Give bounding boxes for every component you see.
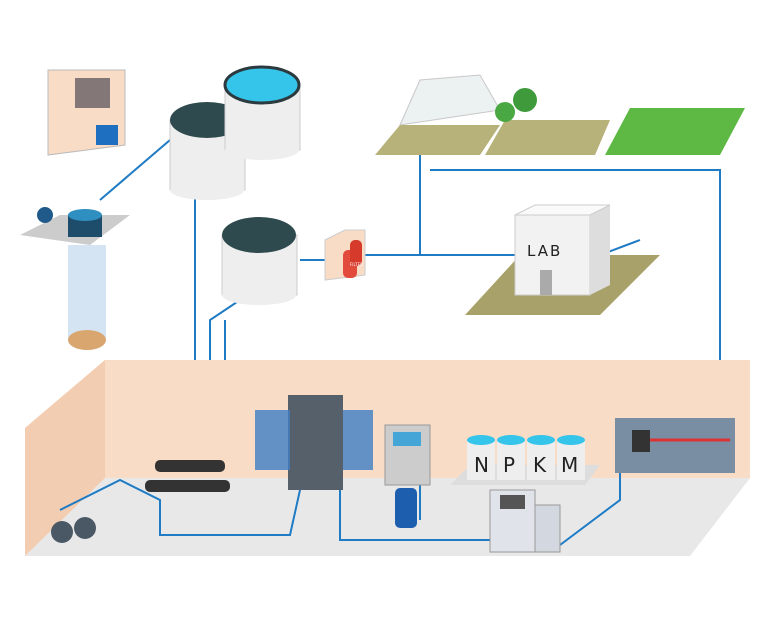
fields <box>375 74 745 155</box>
well <box>20 207 130 350</box>
label-p: P <box>503 453 515 477</box>
lab-building: LAB <box>465 204 660 315</box>
nutrient-tank-p <box>497 435 525 480</box>
label-m: M <box>561 453 578 477</box>
pumps <box>51 460 230 543</box>
ro-unit <box>255 395 373 490</box>
lab-label: LAB <box>527 242 562 260</box>
valve-manifold <box>615 418 735 473</box>
nutrient-tank-m <box>557 435 585 480</box>
pipes <box>59 139 721 546</box>
nutrient-tank-n <box>467 435 495 480</box>
label-n: N <box>474 453 489 477</box>
nutrient-tanks: N P K M <box>450 435 600 485</box>
filter-unit: FILTER <box>324 229 366 281</box>
storage-tanks <box>169 65 301 305</box>
control-box <box>47 69 126 156</box>
fertigation-machine <box>489 489 561 553</box>
nutrient-tank-k <box>527 435 555 480</box>
controller-cabinet <box>384 424 431 528</box>
label-k: K <box>533 453 547 477</box>
filter-label: FILTER <box>350 262 363 267</box>
